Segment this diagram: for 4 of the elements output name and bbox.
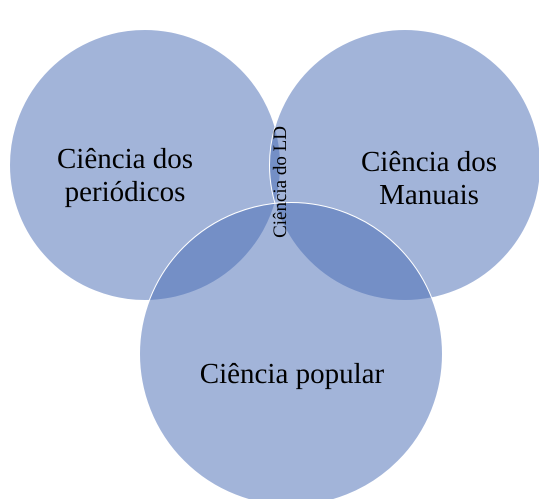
overlap-label: Ciência do LD [270, 126, 292, 238]
circle-label: Ciência dos periódicos [56, 143, 194, 209]
circle-label: Ciência dos Manuais [360, 146, 498, 212]
circle-label: Ciência popular [198, 358, 386, 390]
